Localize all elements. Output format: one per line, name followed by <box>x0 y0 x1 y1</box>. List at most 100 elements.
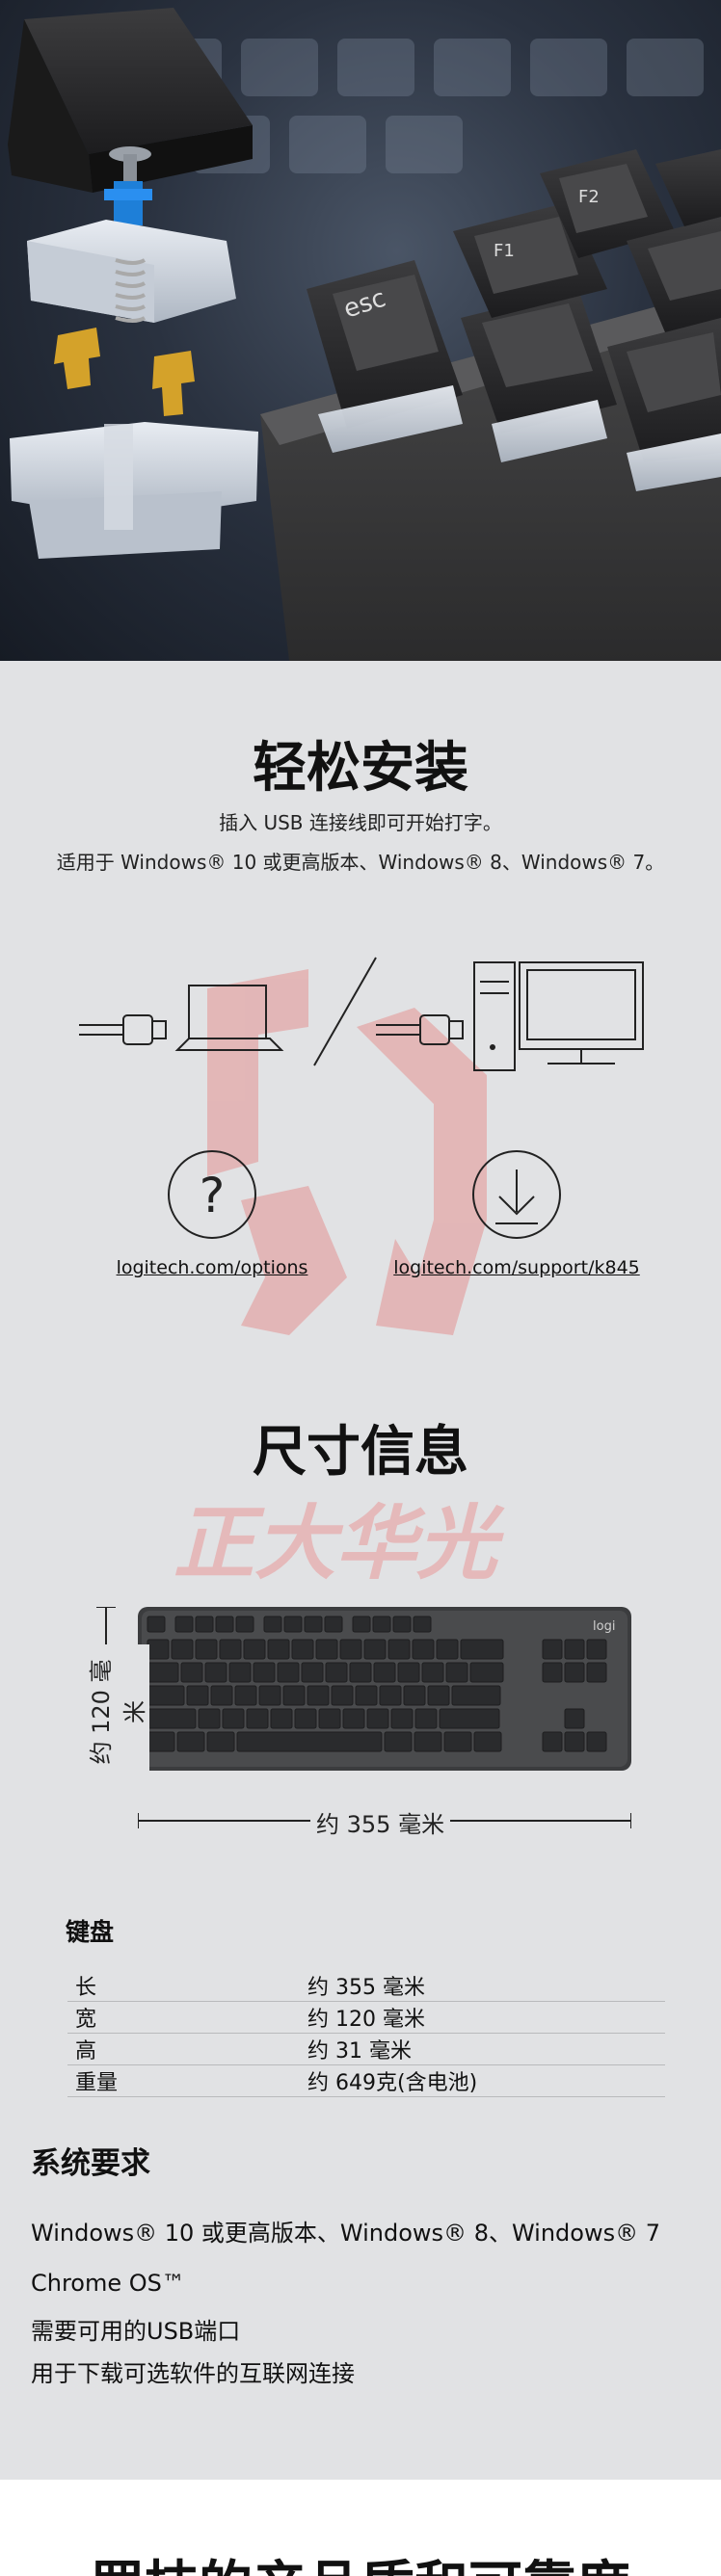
width-label: 约 355 毫米 <box>310 1805 451 1839</box>
keycap <box>270 1708 293 1729</box>
keycap <box>206 1731 235 1752</box>
keycap <box>147 1731 175 1752</box>
keycap <box>387 1639 411 1660</box>
svg-text:F1: F1 <box>494 241 515 261</box>
svg-text:?: ? <box>200 1168 226 1223</box>
spec-key: 长 <box>67 1970 300 2002</box>
keycap <box>373 1662 396 1683</box>
keycap <box>414 1708 438 1729</box>
spec-key: 高 <box>67 2033 300 2065</box>
laptop-icon <box>174 985 284 1051</box>
keycap <box>542 1731 563 1752</box>
keycap <box>436 1639 459 1660</box>
keycap <box>473 1731 502 1752</box>
keycap <box>542 1662 563 1683</box>
keycap <box>325 1662 348 1683</box>
table-row: 长约 355 毫米 <box>67 1970 665 2002</box>
keycap <box>439 1708 500 1729</box>
keycap <box>460 1639 504 1660</box>
keycap <box>186 1685 209 1706</box>
requirement-os: Windows® 10 或更高版本、Windows® 8、Windows® 7 <box>31 2220 660 2247</box>
divider-slash <box>313 957 377 1066</box>
keycap <box>324 1616 343 1633</box>
spec-table: 长约 355 毫米 宽约 120 毫米 高约 31 毫米 重量约 649克(含电… <box>67 1970 665 2097</box>
keycap <box>301 1662 324 1683</box>
requirement-internet: 用于下载可选软件的互联网连接 <box>31 2360 355 2387</box>
keycap <box>384 1731 413 1752</box>
keycap <box>195 1616 214 1633</box>
keycap <box>331 1685 354 1706</box>
keycap <box>210 1685 233 1706</box>
spec-value: 约 355 毫米 <box>300 1970 665 2002</box>
keycap <box>147 1662 179 1683</box>
keycap <box>195 1639 218 1660</box>
keycap <box>236 1731 383 1752</box>
keycap <box>222 1708 245 1729</box>
spec-key: 宽 <box>67 2001 300 2034</box>
keycap <box>445 1662 468 1683</box>
keycap <box>147 1639 170 1660</box>
keycap <box>258 1685 281 1706</box>
keycap <box>414 1731 442 1752</box>
keycap <box>564 1662 585 1683</box>
dimensions-title: 尺寸信息 <box>253 1421 468 1484</box>
keycap <box>147 1685 185 1706</box>
keycap <box>586 1662 607 1683</box>
keycap <box>390 1708 414 1729</box>
keycap <box>243 1639 266 1660</box>
requirement-chrome: Chrome OS™ <box>31 2270 185 2297</box>
keycap <box>451 1685 501 1706</box>
keycap <box>283 1616 303 1633</box>
switch-exploded-illustration: esc F1 F2 <box>8 8 721 661</box>
keycap <box>180 1662 203 1683</box>
keycap <box>342 1708 365 1729</box>
keycap <box>366 1708 389 1729</box>
watermark-logo: 正大华光 <box>174 969 505 1590</box>
keycap <box>542 1639 563 1660</box>
keycap <box>372 1616 391 1633</box>
table-row: 宽约 120 毫米 <box>67 2001 665 2034</box>
requirements-title: 系统要求 <box>31 2146 150 2181</box>
spec-value: 约 31 毫米 <box>300 2033 665 2065</box>
keycap <box>234 1685 257 1706</box>
svg-text:F2: F2 <box>578 187 600 207</box>
install-diagram: ? <box>79 957 644 1239</box>
keycap <box>421 1662 444 1683</box>
keyboard-top-view: logi <box>138 1607 631 1771</box>
keycap <box>176 1731 205 1752</box>
keycap <box>219 1639 242 1660</box>
install-line2: 适用于 Windows® 10 或更高版本、Windows® 8、Windows… <box>56 851 665 874</box>
keycap <box>171 1639 194 1660</box>
spec-value: 约 120 毫米 <box>300 2001 665 2034</box>
keycap <box>294 1708 317 1729</box>
keycap <box>277 1662 300 1683</box>
keycap <box>228 1662 252 1683</box>
keycap <box>352 1616 371 1633</box>
keycap <box>215 1616 234 1633</box>
support-link[interactable]: logitech.com/support/k845 <box>393 1257 640 1278</box>
spec-key: 重量 <box>67 2064 300 2097</box>
keycap <box>235 1616 254 1633</box>
keycap <box>564 1639 585 1660</box>
height-label: 约 120 毫米 <box>82 1644 149 1779</box>
keycap <box>392 1616 412 1633</box>
keycap <box>349 1662 372 1683</box>
keycap <box>282 1685 306 1706</box>
keycap <box>147 1708 197 1729</box>
keycap <box>379 1685 402 1706</box>
keycap <box>318 1708 341 1729</box>
keycap <box>355 1685 378 1706</box>
content-panel: 正大华光 轻松安装 插入 USB 连接线即可开始打字。 适用于 Windows®… <box>0 661 721 2480</box>
table-row: 高约 31 毫米 <box>67 2033 665 2065</box>
spec-value: 约 649克(含电池) <box>300 2064 665 2097</box>
options-link[interactable]: logitech.com/options <box>116 1257 308 1278</box>
spec-title: 键盘 <box>66 1918 115 1946</box>
keycap <box>198 1708 221 1729</box>
keycap <box>291 1639 314 1660</box>
keycap <box>267 1639 290 1660</box>
keycap <box>204 1662 227 1683</box>
keycap <box>397 1662 420 1683</box>
desktop-computer-icon <box>473 961 644 1071</box>
keycap <box>586 1731 607 1752</box>
keycap <box>246 1708 269 1729</box>
